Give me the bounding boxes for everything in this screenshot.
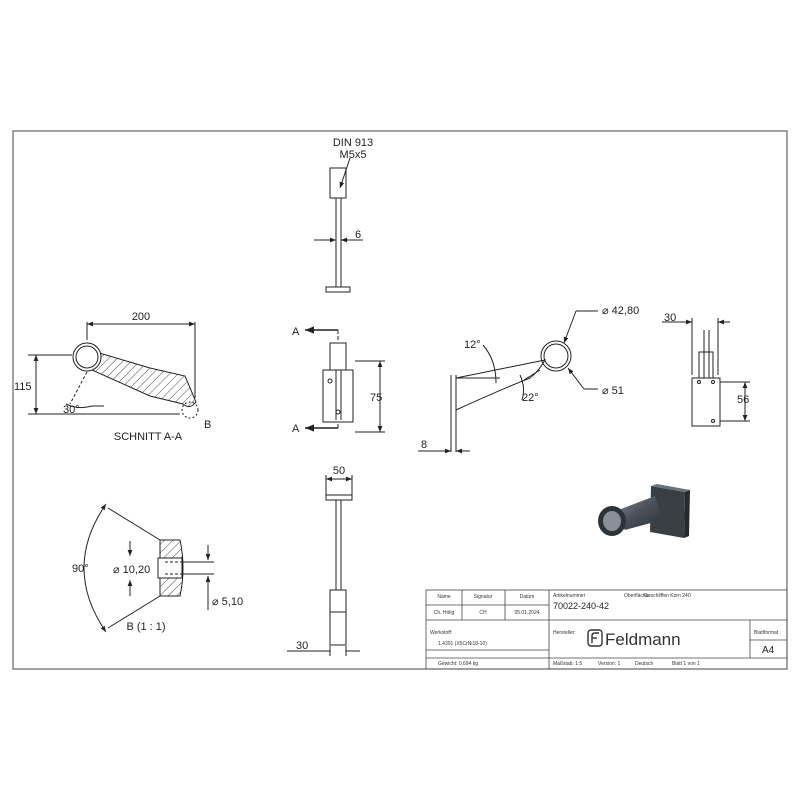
tb-header-signature: Signatur (474, 594, 493, 600)
detail-title: B (1 : 1) (126, 621, 165, 633)
detail-marker-b: B (204, 419, 211, 431)
dim-outer-diameter: ⌀ 51 (602, 385, 624, 397)
section-title: SCHNITT A-A (114, 431, 183, 443)
tb-header-date: Datum (520, 594, 535, 600)
dim-bottom-width: 50 (333, 465, 345, 477)
dim-hole-spacing: 56 (737, 394, 749, 406)
tb-article-label: Artikelnummer (553, 593, 586, 599)
brand-name: Feldmann (605, 630, 681, 649)
section-marker-top: A (292, 326, 300, 338)
dim-bottom-height: 30 (296, 640, 308, 652)
dim-plate-thickness: 8 (421, 439, 427, 451)
drawing-frame (12, 130, 788, 670)
section-angle: 30° (63, 404, 80, 416)
tb-drawn-date: 05.01.2024 (514, 610, 539, 616)
dim-hole-diameter: ⌀ 5,10 (212, 596, 243, 608)
tb-language: Deutsch (635, 661, 654, 667)
plate-view (662, 318, 750, 427)
tb-weight: Gewicht: 0,694 kg (438, 661, 478, 667)
dim-plate-width: 30 (664, 312, 676, 324)
screw-spec-line1: DIN 913 (333, 137, 373, 149)
tb-version: Version: 1 (598, 661, 620, 667)
bracket-3d-render (598, 484, 690, 538)
tb-drawn-name: Ch. Hölig (434, 610, 455, 616)
dim-front-height: 75 (370, 392, 382, 404)
screw-spec-line2: M5x5 (340, 149, 367, 161)
detail-angle: 90° (72, 563, 89, 575)
side-angle-top: 12° (464, 339, 481, 351)
tb-sheetformat-value: A4 (762, 645, 775, 656)
tb-material-label: Werkstoff: (430, 630, 452, 636)
tb-header-name: Name (437, 594, 451, 600)
section-marker-bottom: A (292, 423, 300, 435)
tb-maker-label: Hersteller: (553, 630, 576, 636)
dim-inner-diameter: ⌀ 42,80 (602, 305, 639, 317)
tb-surface-label: Oberfläche: (624, 593, 650, 599)
dim-counterbore-diameter: ⌀ 10,20 (113, 564, 150, 576)
side-angle-bottom: 22° (522, 392, 539, 404)
side-view (418, 310, 598, 454)
tb-sheetformat-label: Blattformat (754, 630, 779, 636)
tb-sheet: Blatt 1 von 1 (672, 661, 700, 667)
bottom-view (287, 475, 360, 656)
tb-article-number: 70022-240-42 (553, 601, 609, 611)
dim-section-height: 115 (14, 381, 32, 393)
tb-drawn-signature: CH (479, 610, 487, 616)
front-view (305, 326, 385, 433)
dim-section-length: 200 (132, 311, 150, 323)
title-block (425, 589, 788, 670)
top-view (314, 157, 363, 293)
tb-material-value: 1.4301 (X5CrNi18-10) (438, 641, 487, 647)
feldmann-logo-icon (587, 629, 603, 647)
dim-rod-width: 6 (355, 229, 361, 241)
detail-view (83, 503, 214, 633)
tb-scale: Maßstab: 1:5 (553, 661, 582, 667)
section-view (28, 321, 199, 419)
tb-surface-value: Geschliffen Korn 240 (644, 593, 691, 599)
